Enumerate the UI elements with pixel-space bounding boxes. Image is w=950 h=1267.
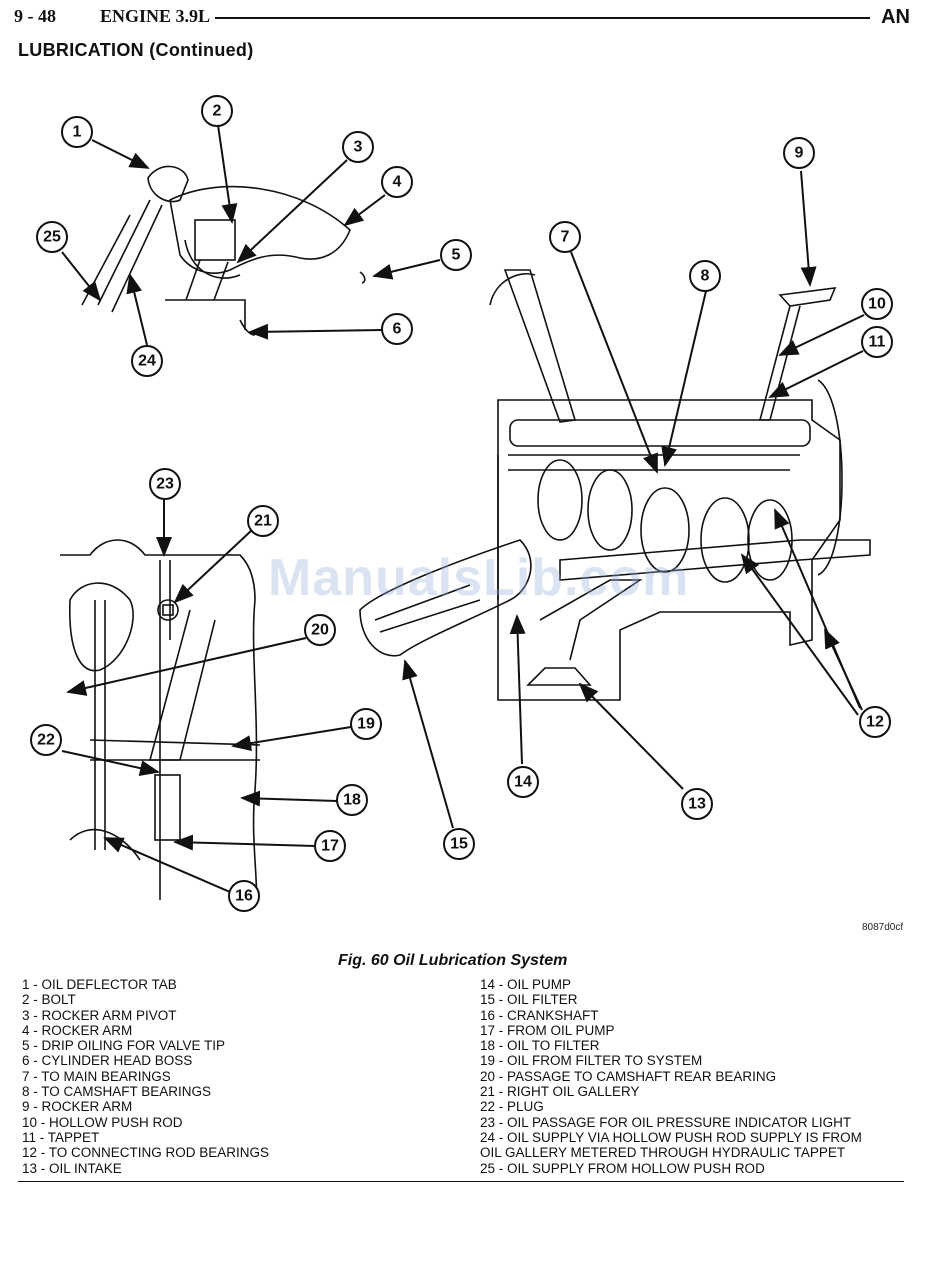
callout-12: 12 — [859, 706, 891, 738]
callout-2-label: 2 — [213, 103, 222, 120]
block-cross-section — [60, 539, 261, 906]
legend-item: 3 - ROCKER ARM PIVOT — [22, 1007, 177, 1023]
legend-item: 5 - DRIP OILING FOR VALVE TIP — [22, 1038, 226, 1054]
page-number: 9 - 48 — [14, 6, 56, 26]
callout-10: 10 — [861, 288, 893, 320]
callout-7: 7 — [549, 221, 581, 253]
callout-25-label: 25 — [43, 229, 61, 246]
callout-18: 18 — [336, 784, 368, 816]
header-rule — [215, 17, 870, 19]
callout-22: 22 — [30, 724, 62, 756]
legend-item: 10 - HOLLOW PUSH ROD — [22, 1114, 183, 1130]
callout-13-label: 13 — [688, 796, 706, 813]
callout-3-label: 3 — [354, 139, 363, 156]
legend-item: 16 - CRANKSHAFT — [480, 1007, 599, 1023]
callout-5-label: 5 — [452, 247, 461, 264]
legend-item: 1 - OIL DEFLECTOR TAB — [22, 977, 177, 992]
rocker-arm-detail — [81, 165, 366, 336]
callout-13: 13 — [681, 788, 713, 820]
callout-25: 25 — [36, 221, 68, 253]
callout-4: 4 — [381, 166, 413, 198]
callout-17: 17 — [314, 830, 346, 862]
callout-11-label: 11 — [869, 334, 886, 351]
legend-item: 23 - OIL PASSAGE FOR OIL PRESSURE INDICA… — [480, 1114, 852, 1130]
legend-item: 25 - OIL SUPPLY FROM HOLLOW PUSH ROD — [480, 1160, 765, 1176]
legend-item: 6 - CYLINDER HEAD BOSS — [22, 1053, 193, 1069]
legend-item: 13 - OIL INTAKE — [22, 1160, 122, 1176]
callout-6-label: 6 — [393, 321, 402, 338]
callout-8: 8 — [689, 260, 721, 292]
watermark: ManualsLib.com — [268, 549, 690, 607]
callout-2: 2 — [201, 95, 233, 127]
legend-right-column: 14 - OIL PUMP 15 - OIL FILTER 16 - CRANK… — [480, 977, 920, 1176]
figure-id: 8087d0cf — [862, 922, 904, 933]
callout-1: 1 — [61, 116, 93, 148]
callout-24-label: 24 — [138, 353, 156, 370]
legend-item: 9 - ROCKER ARM — [22, 1099, 133, 1115]
callout-16-label: 16 — [235, 888, 253, 905]
legend-item: 21 - RIGHT OIL GALLERY — [480, 1084, 640, 1100]
legend-item: 8 - TO CAMSHAFT BEARINGS — [22, 1084, 212, 1100]
callout-6: 6 — [381, 313, 413, 345]
footer-rule — [18, 1181, 904, 1182]
legend-item: 17 - FROM OIL PUMP — [480, 1022, 615, 1038]
section-title: LUBRICATION (Continued) — [18, 40, 254, 60]
callout-20-label: 20 — [311, 622, 329, 639]
callout-16: 16 — [228, 880, 260, 912]
callout-7-label: 7 — [561, 229, 570, 246]
callout-23: 23 — [149, 468, 181, 500]
callout-12-label: 12 — [866, 714, 884, 731]
callout-5: 5 — [440, 239, 472, 271]
callout-15: 15 — [443, 828, 475, 860]
legend-item: OIL GALLERY METERED THROUGH HYDRAULIC TA… — [480, 1145, 846, 1161]
callout-24: 24 — [131, 345, 163, 377]
callout-9-label: 9 — [795, 145, 804, 162]
callout-17-label: 17 — [321, 838, 339, 855]
leader-lines — [61, 124, 865, 893]
chapter-title: ENGINE 3.9L — [100, 6, 211, 26]
legend-item: 14 - OIL PUMP — [480, 977, 572, 992]
figure-caption: Fig. 60 Oil Lubrication System — [338, 952, 568, 969]
callout-14: 14 — [507, 766, 539, 798]
legend-item: 22 - PLUG — [480, 1099, 544, 1115]
callout-19-label: 19 — [357, 716, 375, 733]
legend-item: 20 - PASSAGE TO CAMSHAFT REAR BEARING — [480, 1068, 777, 1084]
callout-23-label: 23 — [156, 476, 174, 493]
legend-item: 15 - OIL FILTER — [480, 992, 578, 1008]
legend-item: 12 - TO CONNECTING ROD BEARINGS — [22, 1145, 270, 1161]
engine-block-detail — [359, 269, 871, 701]
callout-3: 3 — [342, 131, 374, 163]
legend-item: 18 - OIL TO FILTER — [480, 1038, 600, 1054]
legend-item: 19 - OIL FROM FILTER TO SYSTEM — [480, 1053, 703, 1069]
callout-21-label: 21 — [254, 513, 272, 530]
callout-22-label: 22 — [37, 732, 55, 749]
callout-19: 19 — [350, 708, 382, 740]
callout-15-label: 15 — [450, 836, 468, 853]
callout-21: 21 — [247, 505, 279, 537]
legend-left-column: 1 - OIL DEFLECTOR TAB 2 - BOLT 3 - ROCKE… — [22, 977, 462, 1176]
callout-11: 11 — [861, 326, 893, 358]
legend-item: 7 - TO MAIN BEARINGS — [22, 1068, 171, 1084]
callout-20: 20 — [304, 614, 336, 646]
callout-9: 9 — [783, 137, 815, 169]
legend-item: 11 - TAPPET — [22, 1129, 100, 1145]
vehicle-code: AN — [881, 6, 910, 28]
callout-8-label: 8 — [701, 268, 710, 285]
legend-item: 24 - OIL SUPPLY VIA HOLLOW PUSH ROD SUPP… — [480, 1129, 862, 1145]
callout-4-label: 4 — [393, 174, 402, 191]
callout-10-label: 10 — [868, 296, 886, 313]
callout-18-label: 18 — [343, 792, 361, 809]
legend-item: 4 - ROCKER ARM — [22, 1022, 133, 1038]
legend-item: 2 - BOLT — [22, 992, 76, 1008]
callout-1-label: 1 — [73, 124, 82, 141]
callout-14-label: 14 — [514, 774, 532, 791]
